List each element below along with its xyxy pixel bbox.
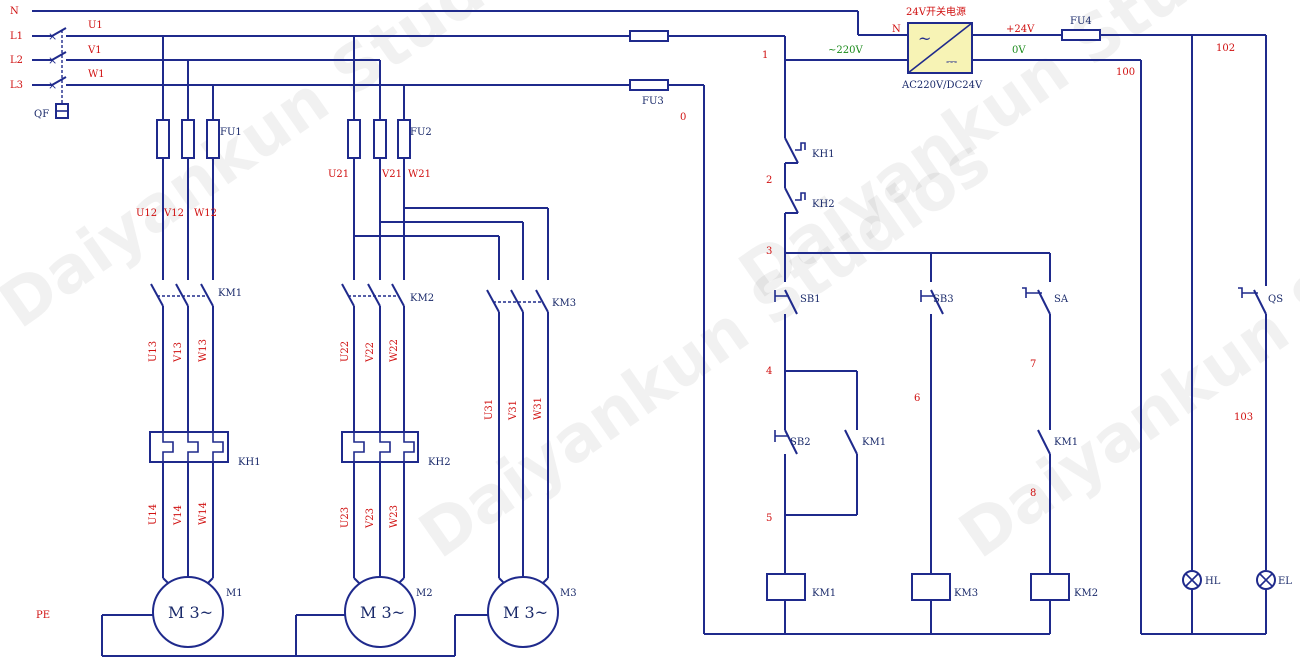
line-l1-label: L1 — [10, 31, 23, 42]
control-circuit — [704, 35, 1276, 635]
supply-dc-symbol: ⎓ — [946, 54, 957, 70]
wire-v23-label: V23 — [365, 508, 376, 529]
phase-u1-label: U1 — [88, 20, 103, 31]
contactor-km1-label: KM1 — [218, 288, 242, 299]
power-bus: × × × — [32, 10, 908, 634]
supply-neg-label: 0V — [1012, 45, 1026, 56]
supply-ac-symbol: ~ — [918, 29, 931, 48]
wire-w31-label: W31 — [533, 397, 544, 420]
node-1-label: 1 — [762, 50, 768, 61]
node-2-label: 2 — [766, 175, 772, 186]
wire-w13-label: W13 — [198, 339, 209, 362]
supply-pos-label: +24V — [1006, 24, 1035, 35]
relay-kh1-label: KH1 — [238, 457, 261, 468]
lamp-el-label: EL — [1278, 576, 1292, 587]
fuse-fu1-label: FU1 — [220, 127, 242, 138]
wire-v14-label: V14 — [173, 505, 184, 526]
breaker-label: QF — [34, 109, 49, 120]
node-100-label: 100 — [1116, 67, 1135, 78]
branch-2 — [101, 36, 559, 657]
motor-m2-label: M2 — [416, 588, 433, 599]
fuse-fu3-label: FU3 — [642, 96, 664, 107]
wire-v31-label: V31 — [508, 400, 519, 421]
node-3-label: 3 — [766, 246, 772, 257]
motor-m1-symbol: M 3~ — [168, 603, 213, 622]
line-l3-label: L3 — [10, 80, 23, 91]
wire-u22-label: U22 — [340, 341, 351, 362]
wire-u12-label: U12 — [136, 208, 157, 219]
coil-km3-label: KM3 — [954, 588, 978, 599]
supply-input-label: ~220V — [828, 45, 863, 56]
wire-u31-label: U31 — [484, 399, 495, 420]
wire-v12-label: V12 — [163, 208, 184, 219]
wire-u23-label: U23 — [340, 507, 351, 528]
watermark-text-4: Daiyankun Studios — [947, 124, 1300, 573]
node-8-label: 8 — [1030, 488, 1036, 499]
wire-w23-label: W23 — [389, 505, 400, 528]
wire-w12-label: W12 — [194, 208, 217, 219]
node-6-label: 6 — [914, 393, 920, 404]
pe-label: PE — [36, 610, 50, 621]
sb2-label: SB2 — [790, 437, 811, 448]
sa-label: SA — [1054, 294, 1069, 305]
supply-title: 24V开关电源 — [906, 5, 966, 18]
supply-n-label: N — [892, 24, 901, 35]
wire-w14-label: W14 — [198, 502, 209, 525]
wire-v21-label: V21 — [381, 169, 402, 180]
node-103-label: 103 — [1234, 412, 1253, 423]
coil-km2-label: KM2 — [1074, 588, 1098, 599]
node-0-label: 0 — [680, 112, 686, 123]
node-5-label: 5 — [766, 513, 772, 524]
fuse-fu4-label: FU4 — [1070, 16, 1092, 27]
sb1-label: SB1 — [800, 294, 821, 305]
wire-u21-label: U21 — [328, 169, 349, 180]
line-l2-label: L2 — [10, 55, 23, 66]
kh2-contact-label: KH2 — [812, 199, 835, 210]
supply-model: AC220V/DC24V — [901, 80, 983, 91]
contactor-km2-label: KM2 — [410, 293, 434, 304]
motor-m3-symbol: M 3~ — [503, 603, 548, 622]
node-7-label: 7 — [1030, 359, 1036, 370]
coil-km1-label: KM1 — [812, 588, 836, 599]
phase-v1-label: V1 — [87, 45, 102, 56]
lamp-hl-label: HL — [1205, 576, 1221, 587]
wire-v13-label: V13 — [173, 342, 184, 363]
branch-1 — [102, 36, 229, 648]
relay-kh2-label: KH2 — [428, 457, 451, 468]
wire-u13-label: U13 — [148, 341, 159, 362]
motor-m3-label: M3 — [560, 588, 577, 599]
node-4-label: 4 — [766, 366, 772, 377]
km1-aux2-label: KM1 — [1054, 437, 1078, 448]
wire-v22-label: V22 — [365, 342, 376, 363]
fuse-fu2-label: FU2 — [410, 127, 432, 138]
motor-m2-symbol: M 3~ — [360, 603, 405, 622]
contactor-km3-label: KM3 — [552, 298, 576, 309]
wire-w22-label: W22 — [389, 339, 400, 362]
km1-aux-label: KM1 — [862, 437, 886, 448]
qs-label: QS — [1268, 294, 1283, 305]
wire-w21-label: W21 — [408, 169, 431, 180]
power-supply — [907, 22, 1266, 635]
phase-w1-label: W1 — [88, 69, 105, 80]
sb3-label: SB3 — [933, 294, 954, 305]
kh1-contact-label: KH1 — [812, 149, 835, 160]
motor-m1-label: M1 — [226, 588, 243, 599]
wire-u14-label: U14 — [148, 504, 159, 525]
line-n-label: N — [10, 6, 19, 17]
node-102-label: 102 — [1216, 43, 1235, 54]
